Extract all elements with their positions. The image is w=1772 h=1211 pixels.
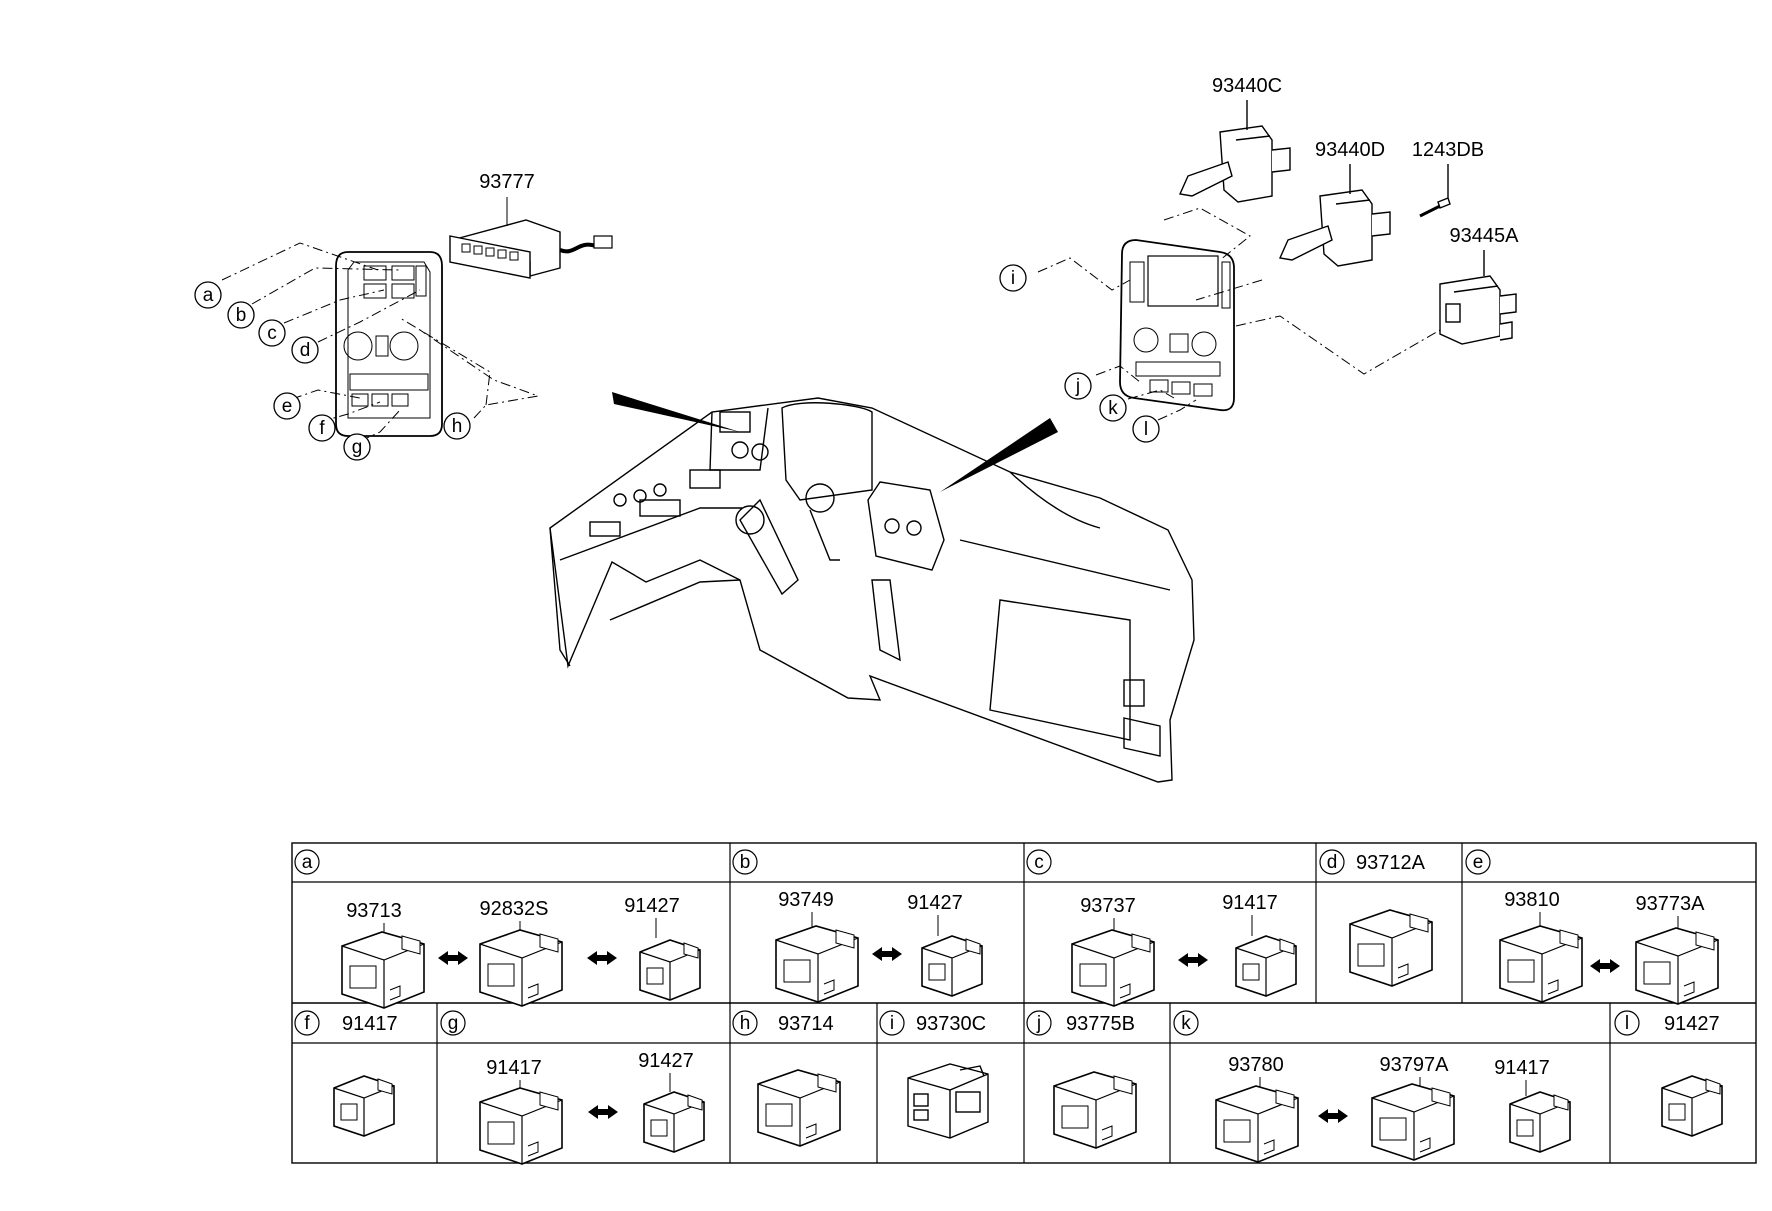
table-cell-i: i 93730C	[879, 1010, 989, 1139]
switch-93440D	[1278, 164, 1391, 267]
part-label-93749: 93749	[778, 889, 834, 911]
svg-text:f: f	[319, 418, 325, 439]
table-cell-j: j 93775B	[1026, 1010, 1137, 1149]
part-label-93797A: 93797A	[1380, 1054, 1450, 1076]
svg-text:b: b	[740, 852, 751, 873]
callout-i: i	[999, 264, 1027, 292]
svg-text:e: e	[282, 396, 293, 417]
callout-h: h	[443, 412, 471, 440]
parts-table	[291, 842, 1757, 1164]
part-label-93737: 93737	[1080, 895, 1136, 917]
part-label-92832S: 92832S	[480, 898, 549, 920]
part-label-93714: 93714	[778, 1013, 834, 1035]
svg-text:l: l	[1625, 1013, 1629, 1034]
svg-text:e: e	[1473, 852, 1484, 873]
right-leader-lines	[1037, 207, 1441, 421]
table-cell-a: a 93713 92832S 91427	[294, 849, 701, 1009]
callout-b: b	[227, 301, 255, 329]
table-cell-h: h 93714	[732, 1010, 841, 1147]
part-label-93730C: 93730C	[916, 1013, 986, 1035]
callout-j: j	[1064, 372, 1092, 400]
svg-text:d: d	[300, 340, 311, 361]
switch-93440C	[1178, 100, 1291, 203]
callout-a: a	[194, 281, 222, 309]
part-label-93440D: 93440D	[1315, 139, 1385, 161]
svg-text:h: h	[452, 416, 463, 437]
svg-text:c: c	[267, 323, 277, 344]
table-cell-c: c 93737 91417	[1026, 849, 1297, 1007]
callout-g: g	[343, 433, 371, 461]
pointer-wedge-left	[612, 392, 740, 432]
svg-text:j: j	[1036, 1013, 1041, 1034]
part-label-93780: 93780	[1228, 1054, 1284, 1076]
svg-text:a: a	[302, 852, 313, 873]
svg-text:c: c	[1034, 852, 1044, 873]
part-label-91427-b: 91427	[907, 892, 963, 914]
svg-text:i: i	[1011, 268, 1015, 289]
part-label-91417-c: 91417	[1222, 892, 1278, 914]
part-label-1243DB: 1243DB	[1412, 139, 1484, 161]
part-label-93773A: 93773A	[1636, 893, 1706, 915]
module-93777	[449, 197, 613, 279]
svg-text:h: h	[740, 1013, 751, 1034]
table-cell-d: d 93712A	[1319, 849, 1433, 987]
table-cell-g: g 91417 91427	[440, 1010, 705, 1165]
part-label-91417-f: 91417	[342, 1013, 398, 1035]
svg-text:a: a	[203, 285, 214, 306]
part-label-93775B: 93775B	[1066, 1013, 1135, 1035]
part-label-91417-g: 91417	[486, 1057, 542, 1079]
pointer-wedge-right	[940, 418, 1058, 492]
switch-93445A	[1439, 250, 1517, 345]
svg-text:b: b	[236, 305, 247, 326]
table-cell-l: l 91427	[1614, 1010, 1723, 1137]
callout-e: e	[273, 392, 301, 420]
screw-1243DB	[1419, 164, 1451, 218]
table-cell-f: f 91417	[294, 1010, 398, 1137]
part-label-93777: 93777	[479, 171, 535, 193]
svg-text:g: g	[448, 1013, 459, 1034]
part-label-93445A: 93445A	[1450, 225, 1520, 247]
table-cell-k: k 93780 93797A 91417	[1173, 1010, 1571, 1163]
part-label-93810: 93810	[1504, 889, 1560, 911]
part-label-91427-l: 91427	[1664, 1013, 1720, 1035]
callout-f: f	[308, 414, 336, 442]
svg-text:i: i	[890, 1013, 894, 1034]
part-label-91427-a: 91427	[624, 895, 680, 917]
svg-text:f: f	[304, 1013, 310, 1034]
dashboard-illustration	[549, 397, 1195, 783]
callout-c: c	[258, 319, 286, 347]
svg-text:d: d	[1327, 852, 1338, 873]
table-cell-e: e 93810 93773A	[1465, 849, 1719, 1005]
callout-d: d	[291, 336, 319, 364]
svg-text:l: l	[1144, 419, 1148, 440]
svg-text:k: k	[1181, 1013, 1191, 1034]
table-cell-b: b 93749 91427	[732, 849, 983, 1003]
part-label-91417-k: 91417	[1494, 1057, 1550, 1079]
svg-text:g: g	[352, 437, 363, 458]
part-label-91427-g: 91427	[638, 1050, 694, 1072]
svg-text:j: j	[1075, 376, 1080, 397]
part-label-93440C: 93440C	[1212, 75, 1282, 97]
callout-l: l	[1132, 415, 1160, 443]
left-center-panel-assembly	[335, 251, 443, 437]
part-label-93712A: 93712A	[1356, 852, 1426, 874]
part-label-93713: 93713	[346, 900, 402, 922]
callout-k: k	[1099, 394, 1127, 422]
svg-text:k: k	[1108, 398, 1118, 419]
right-center-panel-assembly	[1119, 239, 1235, 412]
